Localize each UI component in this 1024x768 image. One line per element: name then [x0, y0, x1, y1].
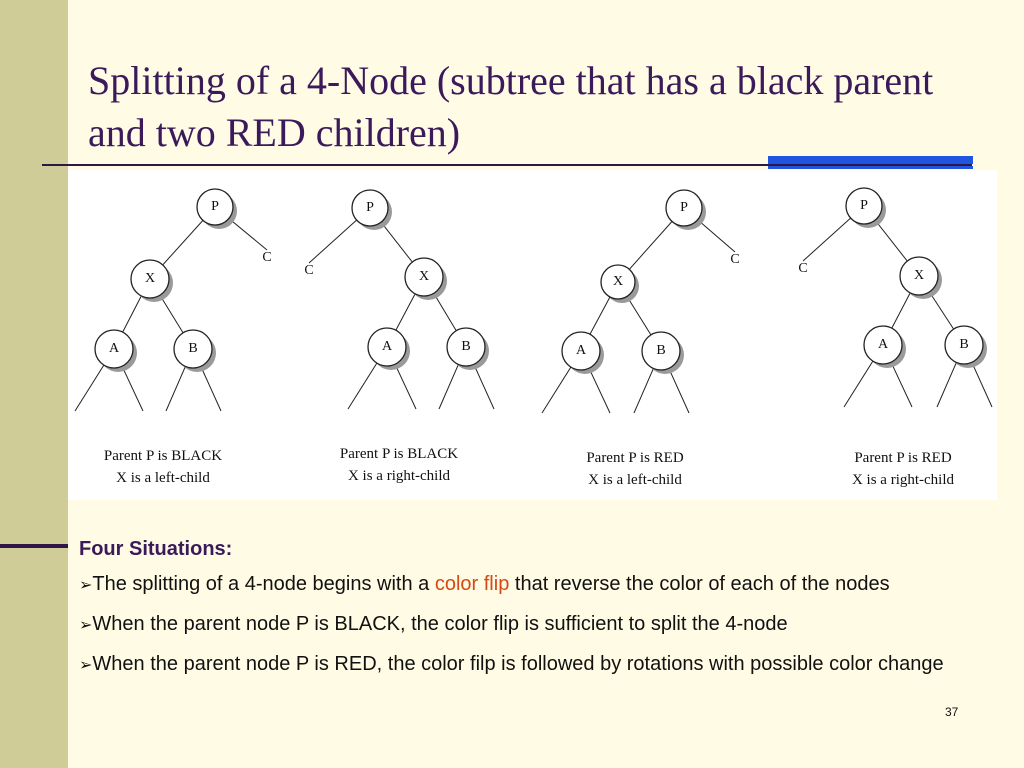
caption-line-2: X is a left-child: [588, 472, 682, 488]
arrow-bullet-icon: ➢: [79, 657, 93, 674]
section-heading: Four Situations:: [79, 538, 233, 560]
caption-line-1: Parent P is BLACK: [103, 448, 223, 464]
caption-line-2: X is a right-child: [347, 468, 451, 484]
bullet-item: ➢When the parent node P is RED, the colo…: [79, 650, 1014, 680]
diagram-panel: P X A B C P X A B C P X A B C P X A B C Parent P is BLACK X…: [68, 170, 997, 500]
diagram-3-node-p-label: P: [680, 200, 688, 215]
page-number: 37: [945, 705, 959, 719]
bullet-item: ➢When the parent node P is BLACK, the co…: [79, 610, 1014, 640]
diagram-3-label-c: C: [730, 252, 739, 267]
diagram-4-node-b: [944, 325, 984, 365]
diagram-3-node-b: [641, 331, 681, 371]
diagram-1-node-x: [130, 259, 170, 299]
diagram-2-node-p: [351, 189, 389, 227]
diagram-1-node-p-label: P: [211, 199, 219, 214]
diagram-2-node-b: [446, 327, 486, 367]
diagram-3-node-x: [600, 264, 636, 300]
sidebar-band: [0, 0, 68, 768]
diagram-4-node-x-label: X: [914, 268, 924, 283]
caption-line-1: Parent P is RED: [586, 450, 684, 466]
diagram-4-node-p: [845, 187, 883, 225]
caption-line-2: X is a left-child: [116, 470, 210, 486]
bullet-text-cont: that reverse the color of each of the no…: [509, 573, 890, 595]
diagram-1-node-p: [196, 188, 234, 226]
diagram-4-label-c: C: [798, 261, 807, 276]
bullet-text: When the parent node P is RED, the color…: [92, 653, 944, 675]
diagram-1-node-b-label: B: [188, 341, 197, 356]
diagram-1-node-x-label: X: [145, 271, 155, 286]
title-accent-bar-lower: [768, 166, 973, 169]
diagram-3-node-b-label: B: [656, 343, 665, 358]
sidebar-rule: [0, 544, 68, 548]
diagram-2-node-p-label: P: [366, 200, 374, 215]
diagram-3-caption: Parent P is RED X is a left-child: [550, 447, 720, 491]
diagram-2-label-c: C: [304, 263, 313, 278]
bullet-item: ➢The splitting of a 4-node begins with a…: [79, 570, 1014, 600]
title-rule: [42, 164, 972, 166]
diagram-2-caption: Parent P is BLACK X is a right-child: [314, 443, 484, 487]
caption-line-2: X is a right-child: [851, 472, 955, 488]
diagram-2-node-x: [404, 257, 444, 297]
diagram-2-node-a: [367, 327, 407, 367]
diagram-2-node-b-label: B: [461, 339, 470, 354]
diagram-1-node-a-label: A: [109, 341, 120, 356]
diagram-1-node-a: [94, 329, 134, 369]
diagram-3-node-p: [665, 189, 703, 227]
bullet-text: When the parent node P is BLACK, the col…: [92, 613, 788, 635]
diagram-3-node-a: [561, 331, 601, 371]
diagram-3-node-a-label: A: [576, 343, 587, 358]
diagram-2-node-a-label: A: [382, 339, 393, 354]
slide-title: Splitting of a 4-Node (subtree that has …: [88, 58, 934, 155]
diagram-1-label-c: C: [262, 250, 271, 265]
diagram-4-node-b-label: B: [959, 337, 968, 352]
bullet-text: The splitting of a 4-node begins with a: [92, 573, 435, 595]
diagram-4-caption: Parent P is RED X is a right-child: [818, 447, 988, 491]
arrow-bullet-icon: ➢: [79, 577, 93, 594]
diagram-4-node-a: [863, 325, 903, 365]
title-accent-bar: [768, 156, 973, 164]
highlight-text: color flip: [434, 573, 510, 595]
diagram-3-node-x-label: X: [613, 274, 623, 289]
tree-diagrams: P X A B C P X A B C P X A B C P X A B C: [74, 187, 993, 414]
diagram-4-node-x: [899, 256, 939, 296]
diagram-1-node-b: [173, 329, 213, 369]
diagram-4-node-p-label: P: [860, 198, 868, 213]
arrow-bullet-icon: ➢: [79, 617, 93, 634]
bullet-list: Four Situations: ➢The splitting of a 4-n…: [79, 536, 1014, 690]
caption-line-1: Parent P is RED: [854, 450, 952, 466]
caption-line-1: Parent P is BLACK: [339, 446, 459, 462]
diagram-1-caption: Parent P is BLACK X is a left-child: [78, 445, 248, 489]
diagram-4-node-a-label: A: [878, 337, 889, 352]
diagram-2-node-x-label: X: [419, 269, 429, 284]
